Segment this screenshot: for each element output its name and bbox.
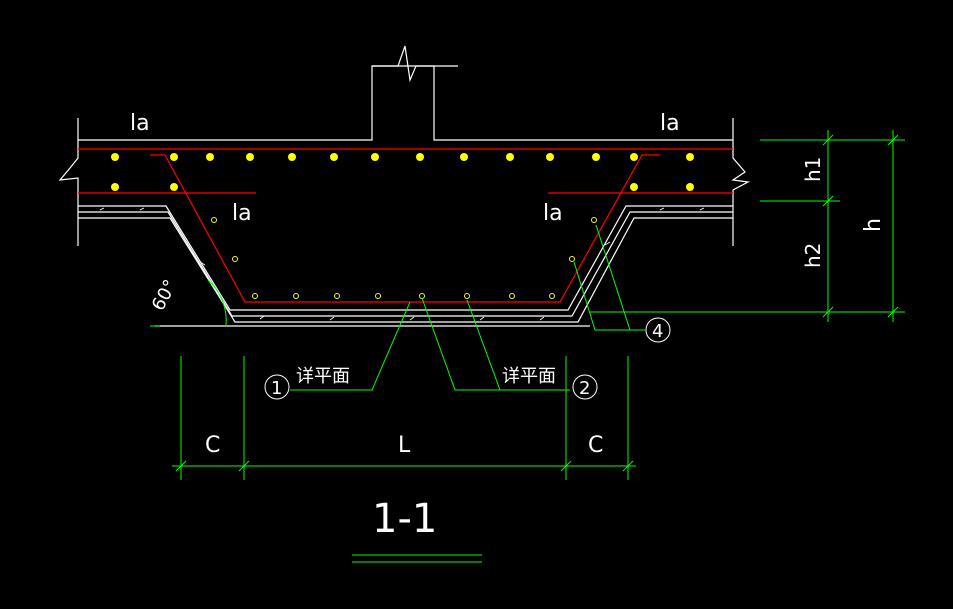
pit-outer-line [78, 217, 733, 323]
pit-outer-line-2 [78, 211, 733, 317]
rebar-dot [170, 153, 178, 161]
rebar-dot [111, 183, 119, 191]
rebar-dot [246, 153, 254, 161]
callout-label-4: 4 [652, 321, 663, 342]
right-break-line [731, 118, 750, 246]
rebar-dot [506, 153, 514, 161]
dim-tick [238, 460, 250, 472]
pit-rebar-line [150, 154, 660, 303]
detail-note-2: 详平面 [502, 366, 556, 387]
rebar-dot [206, 153, 214, 161]
angle-arc [207, 279, 227, 327]
dim-tick [822, 134, 834, 146]
dim-label-right-c: C [588, 433, 603, 458]
left-break-line [58, 118, 79, 246]
dim-tick [622, 460, 634, 472]
leader-callout-1 [290, 301, 411, 391]
rebar-ring [375, 293, 381, 299]
rebar-ring [419, 293, 425, 299]
rebar-dot [288, 153, 296, 161]
dim-tick [175, 460, 187, 472]
detail-note-1: 详平面 [296, 366, 350, 387]
slab-top-edge [78, 65, 458, 141]
callout-circle-2 [572, 374, 598, 400]
callout-circle-4 [645, 317, 671, 343]
rebar-ring [252, 293, 258, 299]
anchorage-label-mid-left: la [232, 201, 252, 226]
main-rebar-dots [111, 153, 694, 191]
secondary-rebar-rings [211, 217, 597, 299]
dimension-lines [150, 130, 905, 563]
rebar-dot [460, 153, 468, 161]
leader-callout-2b [421, 297, 500, 391]
rebar-dot [686, 183, 694, 191]
rebar-lines [78, 148, 733, 303]
rebar-ring [293, 293, 299, 299]
rebar-dot [416, 153, 424, 161]
dim-label-h1: h1 [801, 157, 825, 182]
rebar-ring [549, 293, 555, 299]
rebar-ring [211, 217, 217, 223]
rebar-dot [630, 183, 638, 191]
section-title: 1-1 [372, 496, 437, 542]
rebar-dot [111, 153, 119, 161]
dim-tick [822, 195, 834, 207]
cushion-hatch [99, 207, 705, 321]
dim-tick [887, 134, 899, 146]
anchorage-label-mid-right: la [543, 201, 563, 226]
dim-label-span-l: L [398, 433, 411, 458]
anchorage-label-top-right: la [660, 111, 680, 136]
leader-callout-4a [595, 224, 645, 331]
leader-callout-4b [573, 261, 630, 331]
dim-tick [887, 306, 899, 318]
text-labels: la la la la 60° 详平面 详平面 1 2 4 C L C h1 h… [130, 111, 886, 542]
callout-label-2: 2 [579, 378, 590, 399]
rebar-ring [591, 217, 597, 223]
rebar-dot [170, 183, 178, 191]
rebar-dot [371, 153, 379, 161]
dim-tick [822, 306, 834, 318]
rebar-ring [232, 256, 238, 262]
callout-label-1: 1 [271, 378, 282, 399]
rebar-dot [546, 153, 554, 161]
dim-label-left-c: C [205, 433, 220, 458]
rebar-ring [334, 293, 340, 299]
pit-inner-line [78, 205, 733, 311]
rebar-dot [630, 153, 638, 161]
dim-tick [560, 460, 572, 472]
rebar-ring [569, 256, 575, 262]
callout-circle-1 [264, 374, 290, 400]
column-stub [372, 45, 733, 141]
rebar-dot [686, 153, 694, 161]
dim-label-h2: h2 [801, 243, 825, 268]
callout-circles [264, 317, 671, 400]
rebar-ring [509, 293, 515, 299]
anchorage-label-top-left: la [130, 111, 150, 136]
concrete-outline [58, 45, 750, 327]
rebar-dot [330, 153, 338, 161]
angle-label: 60° [148, 276, 182, 314]
rebar-ring [464, 293, 470, 299]
rebar-dot [592, 153, 600, 161]
dim-label-h: h [861, 218, 886, 232]
